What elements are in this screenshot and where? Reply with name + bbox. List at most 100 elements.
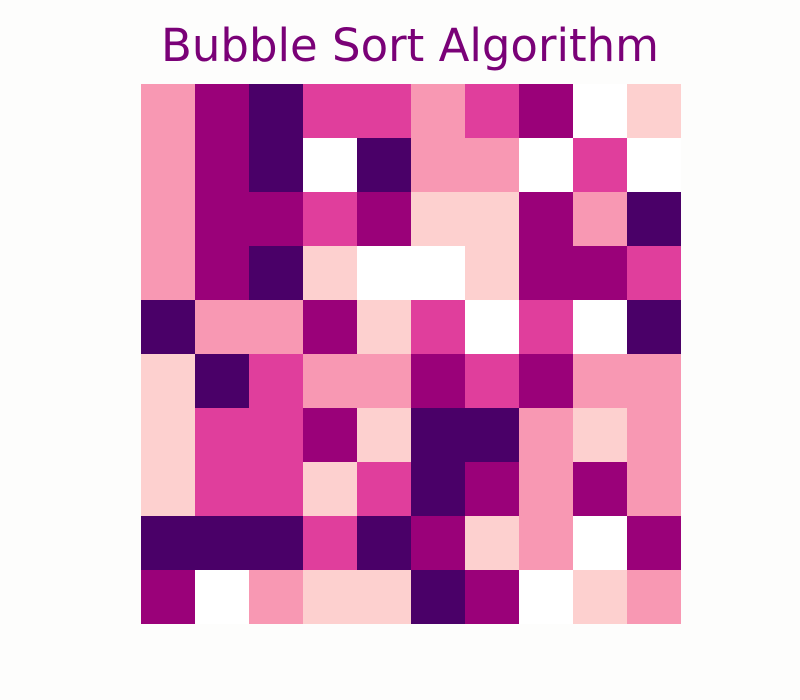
heatmap-cell (141, 570, 196, 624)
heatmap-cell (195, 354, 250, 409)
heatmap-cell (141, 462, 196, 517)
heatmap-cell (195, 408, 250, 463)
heatmap-cell (357, 192, 412, 247)
heatmap-cell (357, 516, 412, 571)
heatmap-cell (411, 246, 466, 301)
heatmap-cell (465, 300, 520, 355)
heatmap-cell (303, 246, 358, 301)
heatmap-cell (465, 570, 520, 624)
heatmap-cell (627, 462, 681, 517)
heatmap-cell (141, 354, 196, 409)
chart-title: Bubble Sort Algorithm (161, 19, 659, 72)
heatmap-cell (303, 516, 358, 571)
heatmap-cell (573, 84, 628, 139)
heatmap-cell (573, 300, 628, 355)
heatmap-cell (249, 192, 304, 247)
heatmap-cell (303, 354, 358, 409)
heatmap-cell (357, 300, 412, 355)
heatmap-cell (411, 516, 466, 571)
heatmap-cell (465, 138, 520, 193)
heatmap-cell (627, 192, 681, 247)
heatmap-cell (249, 138, 304, 193)
heatmap-cell (519, 408, 574, 463)
heatmap-cell (249, 84, 304, 139)
heatmap-cell (141, 246, 196, 301)
heatmap-cell (195, 138, 250, 193)
heatmap-cell (627, 516, 681, 571)
heatmap-cell (627, 246, 681, 301)
heatmap-cell (519, 516, 574, 571)
heatmap-cell (519, 300, 574, 355)
heatmap-cell (627, 300, 681, 355)
heatmap-cell (249, 246, 304, 301)
heatmap-cell (411, 192, 466, 247)
heatmap-cell (141, 192, 196, 247)
heatmap-cell (357, 408, 412, 463)
heatmap-cell (573, 354, 628, 409)
heatmap-cell (573, 246, 628, 301)
heatmap-cell (411, 300, 466, 355)
heatmap-cell (357, 354, 412, 409)
heatmap-cell (465, 246, 520, 301)
heatmap-cell (411, 84, 466, 139)
heatmap-cell (141, 408, 196, 463)
heatmap-cell (303, 300, 358, 355)
heatmap-cell (411, 570, 466, 624)
heatmap-cell (357, 462, 412, 517)
heatmap-cell (195, 300, 250, 355)
heatmap-cell (357, 570, 412, 624)
heatmap-cell (141, 138, 196, 193)
heatmap-cell (249, 462, 304, 517)
heatmap-cell (195, 462, 250, 517)
heatmap-cell (249, 354, 304, 409)
heatmap-cell (519, 192, 574, 247)
heatmap-cell (303, 84, 358, 139)
heatmap-cell (573, 516, 628, 571)
heatmap-cell (303, 138, 358, 193)
heatmap-cell (519, 246, 574, 301)
heatmap-cell (519, 462, 574, 517)
heatmap-cell (195, 84, 250, 139)
heatmap-cell (465, 462, 520, 517)
heatmap-cell (249, 408, 304, 463)
heatmap-cell (195, 246, 250, 301)
heatmap-cell (465, 354, 520, 409)
heatmap-cell (627, 84, 681, 139)
heatmap-cell (465, 408, 520, 463)
heatmap-cell (627, 138, 681, 193)
heatmap-cell (303, 192, 358, 247)
heatmap-cell (249, 300, 304, 355)
heatmap-cell (249, 516, 304, 571)
heatmap-cell (573, 192, 628, 247)
heatmap-cell (303, 408, 358, 463)
heatmap-cell (411, 462, 466, 517)
heatmap-cell (465, 84, 520, 139)
heatmap-cell (573, 462, 628, 517)
heatmap-cell (303, 462, 358, 517)
heatmap-cell (303, 570, 358, 624)
heatmap-cell (195, 570, 250, 624)
heatmap-cell (465, 192, 520, 247)
heatmap-cell (411, 354, 466, 409)
heatmap-cell (411, 408, 466, 463)
heatmap-cell (357, 84, 412, 139)
heatmap-cell (357, 138, 412, 193)
heatmap-cell (627, 354, 681, 409)
heatmap-cell (411, 138, 466, 193)
heatmap-cell (627, 408, 681, 463)
heatmap-cell (573, 570, 628, 624)
heatmap-cell (141, 300, 196, 355)
heatmap-cell (627, 570, 681, 624)
heatmap-cell (141, 84, 196, 139)
heatmap-cell (357, 246, 412, 301)
heatmap-cell (519, 84, 574, 139)
heatmap-cell (195, 516, 250, 571)
heatmap-cell (519, 354, 574, 409)
heatmap-cell (573, 408, 628, 463)
heatmap-cell (195, 192, 250, 247)
heatmap-cell (465, 516, 520, 571)
heatmap-cell (519, 138, 574, 193)
heatmap-cell (141, 516, 196, 571)
heatmap-chart (141, 84, 681, 624)
heatmap-cell (573, 138, 628, 193)
